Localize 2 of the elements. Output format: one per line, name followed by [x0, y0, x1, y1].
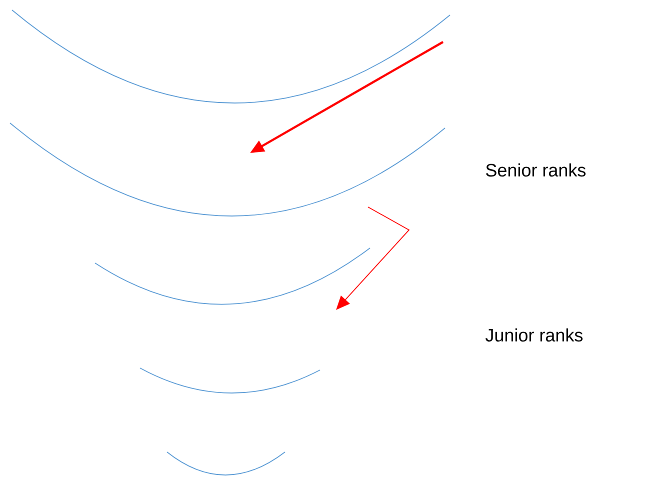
rank-label: Senior ranks [486, 163, 586, 177]
rank-label: Junior ranks [485, 328, 583, 342]
